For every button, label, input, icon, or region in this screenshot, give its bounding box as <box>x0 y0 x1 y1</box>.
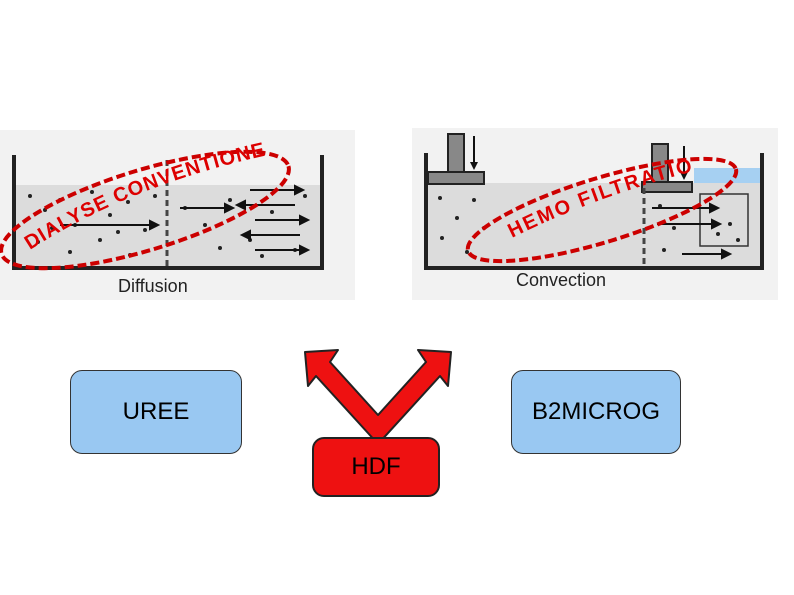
hemo-ellipse <box>465 156 739 264</box>
hdf-box: HDF <box>312 437 440 497</box>
filtrate-fluid <box>694 168 760 183</box>
b2microg-label: B2MICROG <box>531 398 660 425</box>
diffusion-arrows <box>60 184 311 256</box>
hdf-double-arrow <box>304 349 452 445</box>
convection-container <box>424 153 764 270</box>
diffusion-caption: Diffusion <box>118 276 188 296</box>
b2microg-box: B2MICROG <box>511 370 681 454</box>
diffusion-container <box>12 155 324 270</box>
left-piston <box>427 133 485 185</box>
hdf-label: HDF <box>351 453 401 480</box>
convection-arrows <box>652 202 733 260</box>
diffusion-diagram: DIALYSE CONVENTIONELLE Diffusion <box>0 130 355 300</box>
uree-box: UREE <box>70 370 242 454</box>
uree-label: UREE <box>122 398 190 425</box>
convection-caption: Convection <box>516 270 606 290</box>
convection-diagram: HEMO FILTRATION Convection <box>412 128 778 300</box>
filter-chamber <box>699 193 749 247</box>
